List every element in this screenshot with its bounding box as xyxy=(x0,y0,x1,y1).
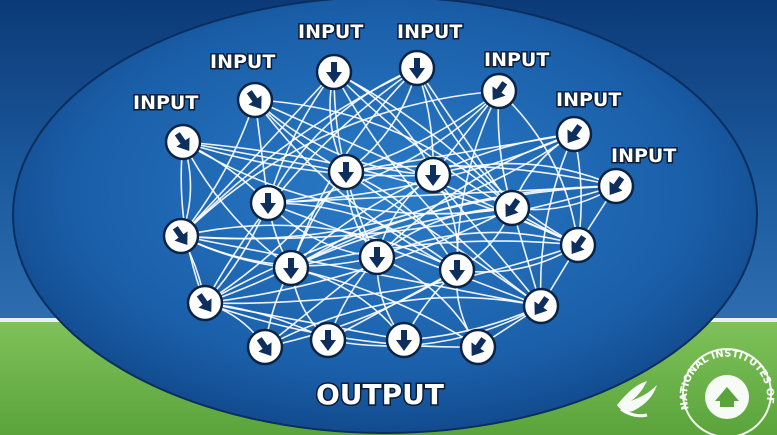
down-arrow-icon xyxy=(449,260,465,281)
down-arrow-icon xyxy=(396,330,412,351)
connection-line xyxy=(267,202,458,271)
connection-line xyxy=(180,224,458,271)
network-ellipse xyxy=(12,0,758,434)
connection-line xyxy=(290,207,513,269)
network-node xyxy=(249,184,287,222)
down-arrow-icon xyxy=(174,132,190,152)
connection-line xyxy=(204,302,405,341)
input-label: INPUT xyxy=(298,21,363,43)
network-node xyxy=(438,251,476,289)
down-arrow-icon xyxy=(534,296,550,316)
network-node xyxy=(480,72,518,110)
network-node xyxy=(358,238,396,276)
down-arrow-icon xyxy=(492,81,508,101)
input-label: INPUT xyxy=(484,49,549,71)
network-node xyxy=(162,217,200,255)
network-node xyxy=(398,49,436,87)
network-node xyxy=(327,153,365,191)
connection-line xyxy=(254,99,513,209)
down-arrow-icon xyxy=(505,198,521,218)
down-arrow-icon xyxy=(471,337,487,357)
connection-line xyxy=(264,269,458,348)
connection-line xyxy=(180,235,542,307)
network-node xyxy=(493,189,531,227)
down-arrow-icon xyxy=(609,176,625,196)
connection-line xyxy=(327,305,542,347)
input-label: INPUT xyxy=(210,51,275,73)
down-arrow-icon xyxy=(425,165,441,186)
connection-line xyxy=(432,162,617,187)
network-node xyxy=(559,226,597,264)
down-arrow-icon xyxy=(283,258,299,279)
connection-line xyxy=(182,141,292,269)
down-arrow-icon xyxy=(260,193,276,214)
connection-line xyxy=(264,296,542,348)
network-node xyxy=(597,167,635,205)
network-nodes xyxy=(162,49,635,366)
down-arrow-icon xyxy=(409,58,425,79)
input-label: INPUT xyxy=(611,145,676,167)
network-node xyxy=(414,156,452,194)
network-node xyxy=(164,123,202,161)
network-node xyxy=(385,321,423,359)
connection-line xyxy=(498,90,579,246)
connection-line xyxy=(333,71,542,307)
network-node xyxy=(246,328,284,366)
down-arrow-icon xyxy=(338,162,354,183)
connection-line xyxy=(376,133,575,258)
down-arrow-icon xyxy=(246,90,262,110)
down-arrow-icon xyxy=(320,330,336,351)
down-arrow-icon xyxy=(369,247,385,268)
connection-line xyxy=(290,240,579,269)
down-arrow-icon xyxy=(172,226,188,246)
network-node xyxy=(309,321,347,359)
nih-seal-icon: NATIONAL INSTITUTES OF HEALTH xyxy=(577,323,775,435)
network-node xyxy=(186,284,224,322)
connection-line xyxy=(204,244,579,305)
connection-line xyxy=(204,171,347,304)
connection-line xyxy=(182,141,347,173)
connection-line xyxy=(345,90,500,173)
connection-line xyxy=(180,67,418,237)
connection-line xyxy=(345,165,617,187)
input-label: INPUT xyxy=(133,92,198,114)
agency-logos: NATIONAL INSTITUTES OF HEALTH xyxy=(577,323,775,435)
input-labels: INPUT INPUT INPUT INPUT INPUT INPUT INPU… xyxy=(132,20,678,169)
down-arrow-icon xyxy=(567,124,583,144)
connection-line xyxy=(204,185,617,304)
input-label: INPUT xyxy=(556,89,621,111)
connection-line xyxy=(204,174,434,304)
connection-line xyxy=(539,133,575,307)
down-arrow-icon xyxy=(326,62,342,83)
network-node xyxy=(459,328,497,366)
connection-line xyxy=(204,67,418,304)
network-node xyxy=(272,249,310,287)
connection-line xyxy=(456,90,500,271)
network-node xyxy=(522,287,560,325)
hhs-eagle-icon xyxy=(617,381,657,418)
output-label: OUTPUT xyxy=(316,378,444,411)
input-label: INPUT xyxy=(397,21,462,43)
network-node xyxy=(236,81,274,119)
down-arrow-icon xyxy=(256,337,272,357)
down-arrow-icon xyxy=(196,293,212,313)
connection-line xyxy=(180,90,500,237)
down-arrow-icon xyxy=(571,235,587,255)
connection-line xyxy=(416,67,579,246)
connection-line xyxy=(333,71,513,209)
connection-line xyxy=(180,71,335,237)
connection-line xyxy=(180,185,617,240)
network-node xyxy=(555,115,593,153)
network-node xyxy=(315,53,353,91)
connection-line xyxy=(254,99,458,271)
connection-line xyxy=(376,231,579,258)
connection-line xyxy=(345,171,542,307)
